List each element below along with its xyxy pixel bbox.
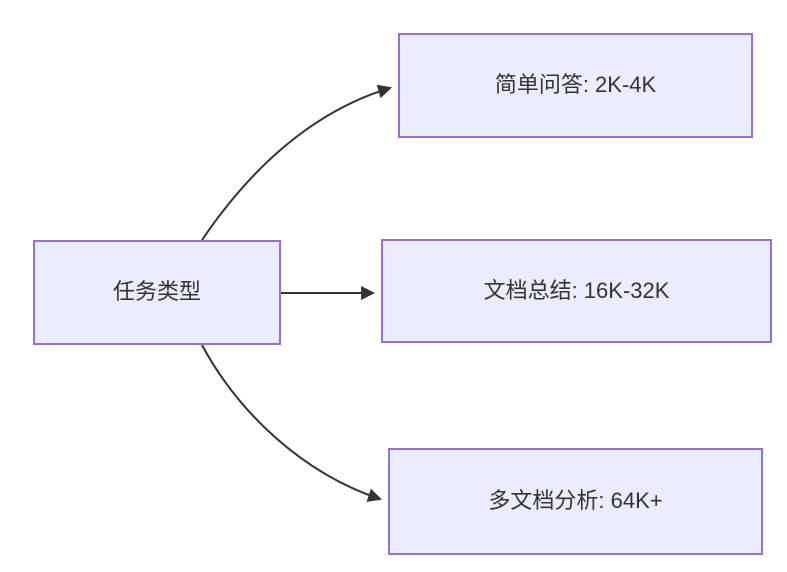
node-simple-qa-label: 简单问答: 2K-4K [494,72,657,98]
node-multi-doc-label: 多文档分析: 64K+ [488,488,663,514]
node-task-type: 任务类型 [33,240,281,345]
node-multi-doc: 多文档分析: 64K+ [388,448,763,555]
node-doc-summary: 文档总结: 16K-32K [381,239,772,343]
node-task-type-label: 任务类型 [112,279,201,305]
node-doc-summary-label: 文档总结: 16K-32K [483,277,670,303]
node-simple-qa: 简单问答: 2K-4K [398,33,753,138]
edge-root-to-multi-doc [201,344,382,502]
edge-root-to-simple-qa [201,84,393,241]
